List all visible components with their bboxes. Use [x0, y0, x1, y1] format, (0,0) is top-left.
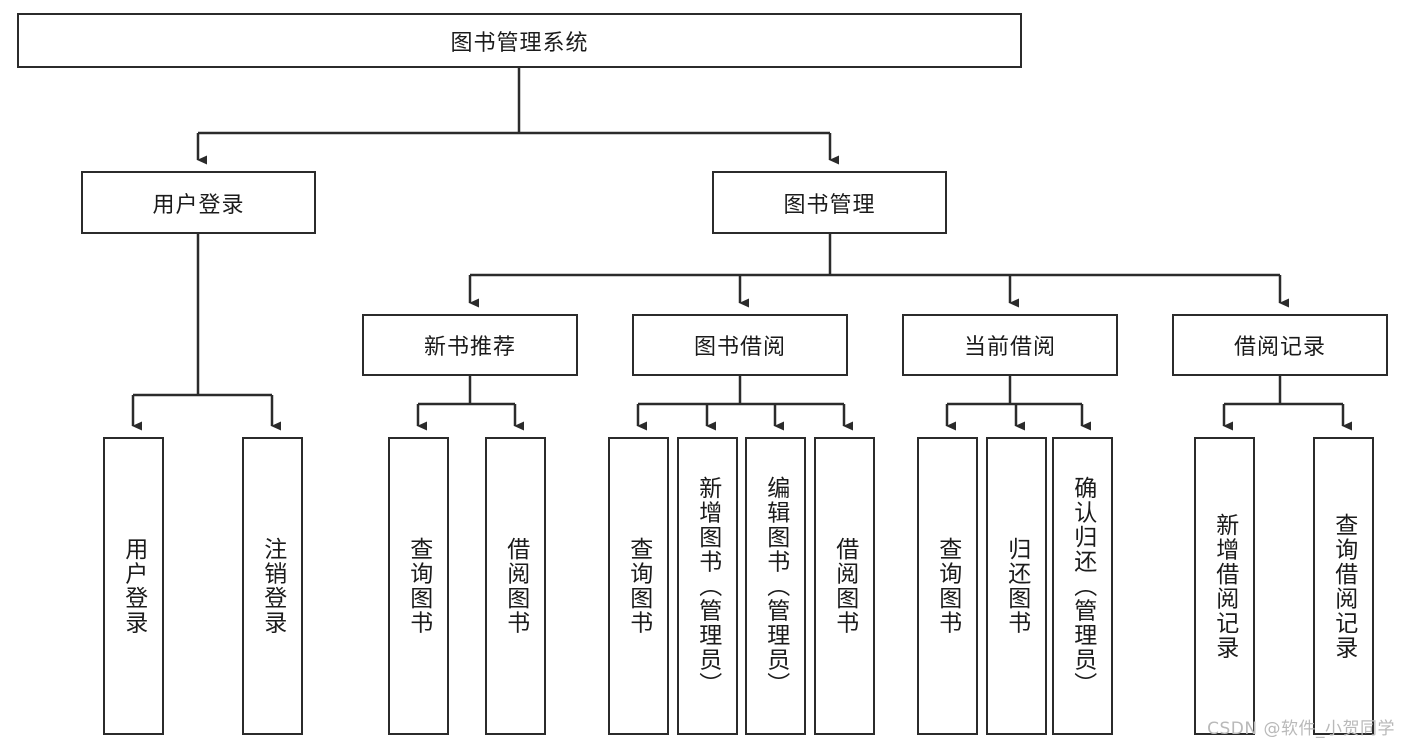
leaf-record-add-record[interactable]: 新增借阅记录	[1194, 437, 1255, 735]
leaf-current-return-book[interactable]: 归还图书	[986, 437, 1047, 735]
leaf-recommend-borrow-book[interactable]: 借阅图书	[485, 437, 546, 735]
leaf-borrow-add-book-admin[interactable]: 新增图书（管理员）	[677, 437, 738, 735]
leaf-label: 查询图书	[405, 537, 432, 635]
leaf-user-login-logout[interactable]: 注销登录	[242, 437, 303, 735]
leaf-current-query-book[interactable]: 查询图书	[917, 437, 978, 735]
leaf-label: 确认归还（管理员）	[1069, 475, 1096, 697]
leaf-record-query-record[interactable]: 查询借阅记录	[1313, 437, 1374, 735]
leaf-label: 编辑图书（管理员）	[762, 475, 789, 697]
node-book-borrow-label: 图书借阅	[693, 335, 786, 360]
node-root[interactable]: 图书管理系统	[17, 13, 1022, 68]
node-user-login[interactable]: 用户登录	[81, 171, 316, 234]
node-new-book-recommend-label: 新书推荐	[423, 335, 516, 360]
leaf-label: 注销登录	[259, 537, 286, 635]
leaf-user-login-login[interactable]: 用户登录	[103, 437, 164, 735]
leaf-label: 借阅图书	[831, 537, 858, 635]
node-current-borrow-label: 当前借阅	[963, 335, 1056, 360]
leaf-label: 新增图书（管理员）	[694, 475, 721, 697]
node-borrow-record-label: 借阅记录	[1233, 335, 1326, 360]
node-new-book-recommend[interactable]: 新书推荐	[362, 314, 578, 376]
leaf-label: 查询图书	[625, 537, 652, 635]
leaf-borrow-query-book[interactable]: 查询图书	[608, 437, 669, 735]
leaf-label: 查询图书	[934, 537, 961, 635]
leaf-label: 用户登录	[120, 537, 147, 635]
node-root-label: 图书管理系统	[450, 30, 589, 56]
node-current-borrow[interactable]: 当前借阅	[902, 314, 1118, 376]
leaf-current-confirm-return-admin[interactable]: 确认归还（管理员）	[1052, 437, 1113, 735]
leaf-label: 借阅图书	[502, 537, 529, 635]
leaf-recommend-query-book[interactable]: 查询图书	[388, 437, 449, 735]
leaf-label: 新增借阅记录	[1211, 512, 1238, 660]
leaf-borrow-edit-book-admin[interactable]: 编辑图书（管理员）	[745, 437, 806, 735]
leaf-borrow-borrow-book[interactable]: 借阅图书	[814, 437, 875, 735]
node-book-borrow[interactable]: 图书借阅	[632, 314, 848, 376]
leaf-label: 查询借阅记录	[1330, 512, 1357, 660]
leaf-label: 归还图书	[1003, 537, 1030, 635]
node-borrow-record[interactable]: 借阅记录	[1172, 314, 1388, 376]
node-user-login-label: 用户登录	[152, 192, 245, 218]
node-book-management-label: 图书管理	[783, 192, 876, 218]
watermark: CSDN @软件_小贺同学	[1207, 719, 1395, 739]
node-book-management[interactable]: 图书管理	[712, 171, 947, 234]
